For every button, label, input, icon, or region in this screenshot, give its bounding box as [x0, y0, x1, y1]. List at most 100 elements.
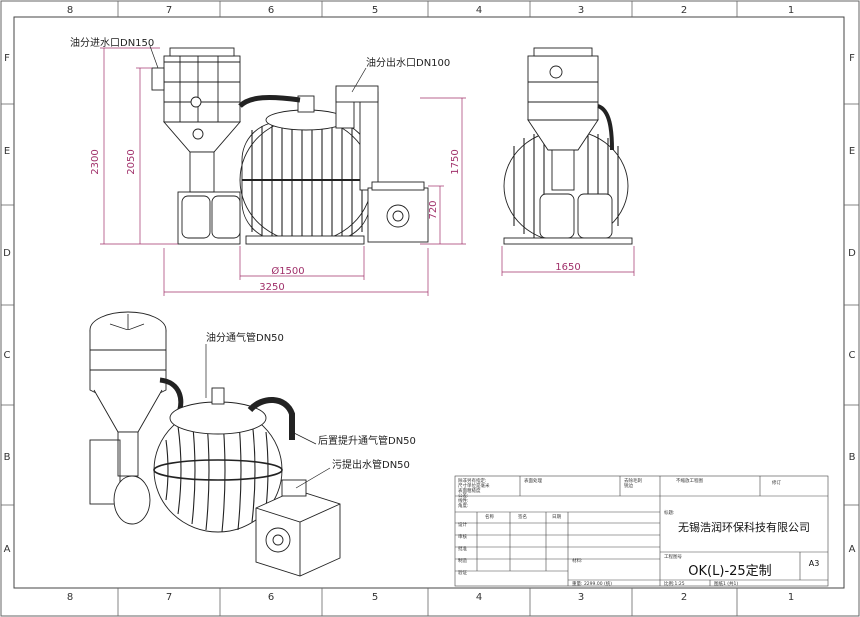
front-view	[151, 47, 429, 245]
side-view	[503, 47, 633, 245]
dim-diameter: Ø1500	[271, 265, 304, 277]
zone-col-label: 5	[372, 5, 378, 16]
zone-col-label: 2	[681, 5, 687, 16]
iso-vent-pipe	[247, 397, 295, 440]
tb-drawing-no-label: 工程图号	[664, 553, 682, 560]
leader-lines	[149, 45, 367, 489]
isometric-view	[89, 311, 341, 577]
tb-paper-size: A3	[809, 559, 820, 568]
connector-pipe	[238, 95, 301, 108]
tb-surface: 表面处理	[524, 477, 542, 484]
inlet-pipe	[151, 67, 165, 91]
title-block-text: 除非另有指定:尺寸单位是毫米表面粗糙度公差:线性:角度: 表面处理 去除毛刺锐边…	[458, 477, 819, 587]
tb-col-date: 日期	[552, 514, 561, 520]
iso-separator-leg	[117, 431, 139, 477]
outlet-elbow	[335, 85, 379, 103]
tb-title-label: 标题:	[664, 509, 675, 516]
tb-row-approve: 批准	[458, 545, 467, 552]
pump-drum-right	[211, 195, 241, 239]
zone-row-label: C	[4, 350, 11, 361]
outlet-vertical-pipe	[359, 91, 379, 191]
zone-col-label: 3	[578, 5, 584, 16]
zone-col-label: 5	[372, 592, 378, 603]
side-separator-cylinder	[527, 55, 599, 121]
zone-col-label: 1	[788, 5, 794, 16]
zone-col-label: 4	[476, 5, 482, 16]
side-dimensions	[501, 246, 635, 276]
zone-row-label: F	[4, 53, 10, 64]
dim-width-side: 1650	[555, 262, 580, 273]
iso-pump-drum	[113, 475, 151, 525]
dim-height-mid: 2050	[126, 149, 137, 174]
zone-col-label: 1	[788, 592, 794, 603]
callout-sewage-out: 污提出水管DN50	[332, 458, 410, 471]
tb-no-scale: 不缩放工程图	[676, 477, 703, 484]
zone-col-label: 3	[578, 592, 584, 603]
tb-sheet: 图纸1 (共1)	[714, 580, 738, 587]
zone-row-label: D	[3, 248, 11, 259]
zone-row-label: F	[849, 53, 855, 64]
zone-col-label: 6	[268, 592, 274, 603]
tb-col-name: 名称	[485, 513, 494, 520]
tb-row-design: 设计	[458, 521, 467, 528]
zone-row-label: A	[4, 544, 11, 555]
pump-station-lid	[371, 181, 425, 191]
iso-tank-vent	[211, 387, 225, 405]
tb-deburr: 去除毛刺锐边	[624, 477, 642, 489]
front-dimensions	[100, 47, 466, 296]
zone-col-label: 2	[681, 592, 687, 603]
zone-row-label: C	[849, 350, 856, 361]
tb-weight: 重量: 2299.00 (统)	[572, 580, 612, 587]
side-pump-drum-right	[577, 193, 613, 239]
tb-col-sign: 签名	[518, 513, 527, 520]
side-separator-leg	[551, 149, 575, 191]
zone-labels-bottom: 8 7 6 5 4 3 2 1	[67, 592, 794, 603]
callout-outlet: 油分出水口DN100	[366, 56, 450, 69]
tb-row-verify: 验证	[458, 569, 467, 576]
zone-col-label: 6	[268, 5, 274, 16]
callout-vent: 油分通气管DN50	[206, 331, 284, 344]
tb-revision: 修订	[772, 479, 781, 486]
iso-tank-belt	[153, 459, 283, 481]
side-base	[503, 237, 633, 245]
zone-row-label: E	[849, 146, 855, 157]
tb-scale: 比例:1:25	[664, 580, 685, 587]
iso-frame	[89, 439, 121, 505]
zone-row-label: B	[4, 452, 11, 463]
tb-row-manufacture: 制造	[458, 557, 467, 564]
zone-labels-right: F E D C B A	[848, 53, 856, 555]
tank-base	[245, 235, 365, 245]
zone-row-label: A	[849, 544, 856, 555]
tb-drawing-number: OK(L)-25定制	[688, 564, 771, 579]
tb-row-check: 审核	[458, 533, 467, 540]
zone-labels-left: F E D C B A	[3, 53, 11, 555]
iso-pump-port-icon	[272, 534, 284, 546]
valve-icon	[192, 128, 204, 140]
iso-separator-cone	[93, 389, 163, 433]
side-pipe	[597, 104, 614, 151]
zone-row-label: D	[848, 248, 856, 259]
side-separator-lid	[533, 47, 593, 57]
tb-company-name: 无锡浩润环保科技有限公司	[678, 520, 810, 534]
inner-border	[13, 16, 845, 589]
iso-pump-box	[281, 479, 307, 497]
dim-length-total: 3250	[259, 282, 284, 293]
tb-note: 除非另有指定:尺寸单位是毫米表面粗糙度公差:线性:角度:	[458, 477, 490, 509]
side-pump-drum-left	[539, 193, 575, 239]
side-separator-cone	[527, 119, 599, 151]
zone-col-label: 7	[166, 5, 172, 16]
separator-leg	[189, 151, 215, 193]
separator-cylinder	[163, 55, 241, 123]
iso-separator-body	[89, 330, 167, 401]
pump-port-icon	[392, 210, 404, 222]
zone-col-label: 8	[67, 592, 73, 603]
zone-row-label: E	[4, 146, 10, 157]
title-block	[454, 475, 829, 587]
pump-drum-left	[181, 195, 211, 239]
tank-dome	[265, 109, 347, 131]
zone-col-label: 4	[476, 592, 482, 603]
zone-row-label: B	[849, 452, 856, 463]
